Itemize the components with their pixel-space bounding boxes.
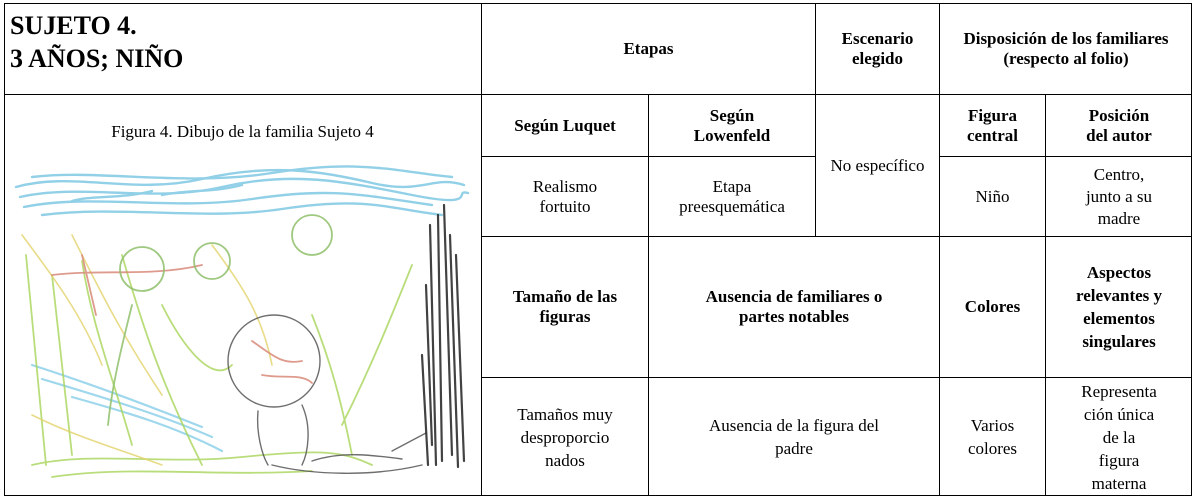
family-drawing-image [12,165,472,487]
subheader-luquet: Según Luquet [514,115,616,135]
value-colores: Varios colores [967,416,1018,458]
table-border-bottom [4,495,1192,496]
header-colores: Colores [964,297,1021,316]
subject-title-line1: SUJETO 4. [10,11,137,40]
value-lowenfeld: Etapa preesquemática [679,176,785,216]
value-tamano: Tamaños muy desproporcio nados [517,404,613,470]
row-divider-3 [481,236,1192,237]
row-divider-1 [4,94,1192,95]
col-divider-tamano [648,237,649,496]
col-divider-title [481,3,482,496]
header-aspectos: Aspectos relevantes y elementos singular… [1075,263,1163,351]
value-aspectos: Representa ción única de la figura mater… [1081,381,1157,493]
subject-title: SUJETO 4. 3 AÑOS; NIÑO [4,3,481,94]
header-etapas: Etapas [623,38,674,58]
subheader-posicion-autor: Posición del autor [1086,105,1152,145]
figure-caption: Figura 4. Dibujo de la familia Sujeto 4 [111,122,374,141]
subheader-figura-central: Figura central [967,105,1018,145]
table-border-top [4,3,1192,4]
value-luquet: Realismo fortuito [532,176,598,216]
col-divider-figura [1045,94,1046,496]
header-escenario: Escenario elegido [841,28,914,68]
table-border-right [1191,3,1192,496]
col-divider-disposicion [939,3,940,496]
row-divider-2b [939,156,1192,157]
header-ausencia: Ausencia de familiares o partes notables [705,287,883,326]
value-ausencia: Ausencia de la figura del padre [709,416,879,458]
value-figura-central: Niño [975,186,1010,206]
value-posicion-autor: Centro, junto a su madre [1085,164,1153,228]
header-disposicion: Disposición de los familiares (respecto … [963,28,1169,68]
header-tamano: Tamaño de las figuras [512,287,618,326]
col-divider-etapas [648,94,649,237]
table-border-left [4,3,5,496]
col-divider-escenario [815,3,816,237]
row-divider-4 [481,377,1192,378]
subject-title-line2: 3 AÑOS; NIÑO [10,44,184,73]
value-escenario: No específico [830,155,925,175]
subheader-lowenfeld: Según Lowenfeld [693,105,771,145]
results-table: SUJETO 4. 3 AÑOS; NIÑO Etapas Escenario … [4,3,1192,496]
